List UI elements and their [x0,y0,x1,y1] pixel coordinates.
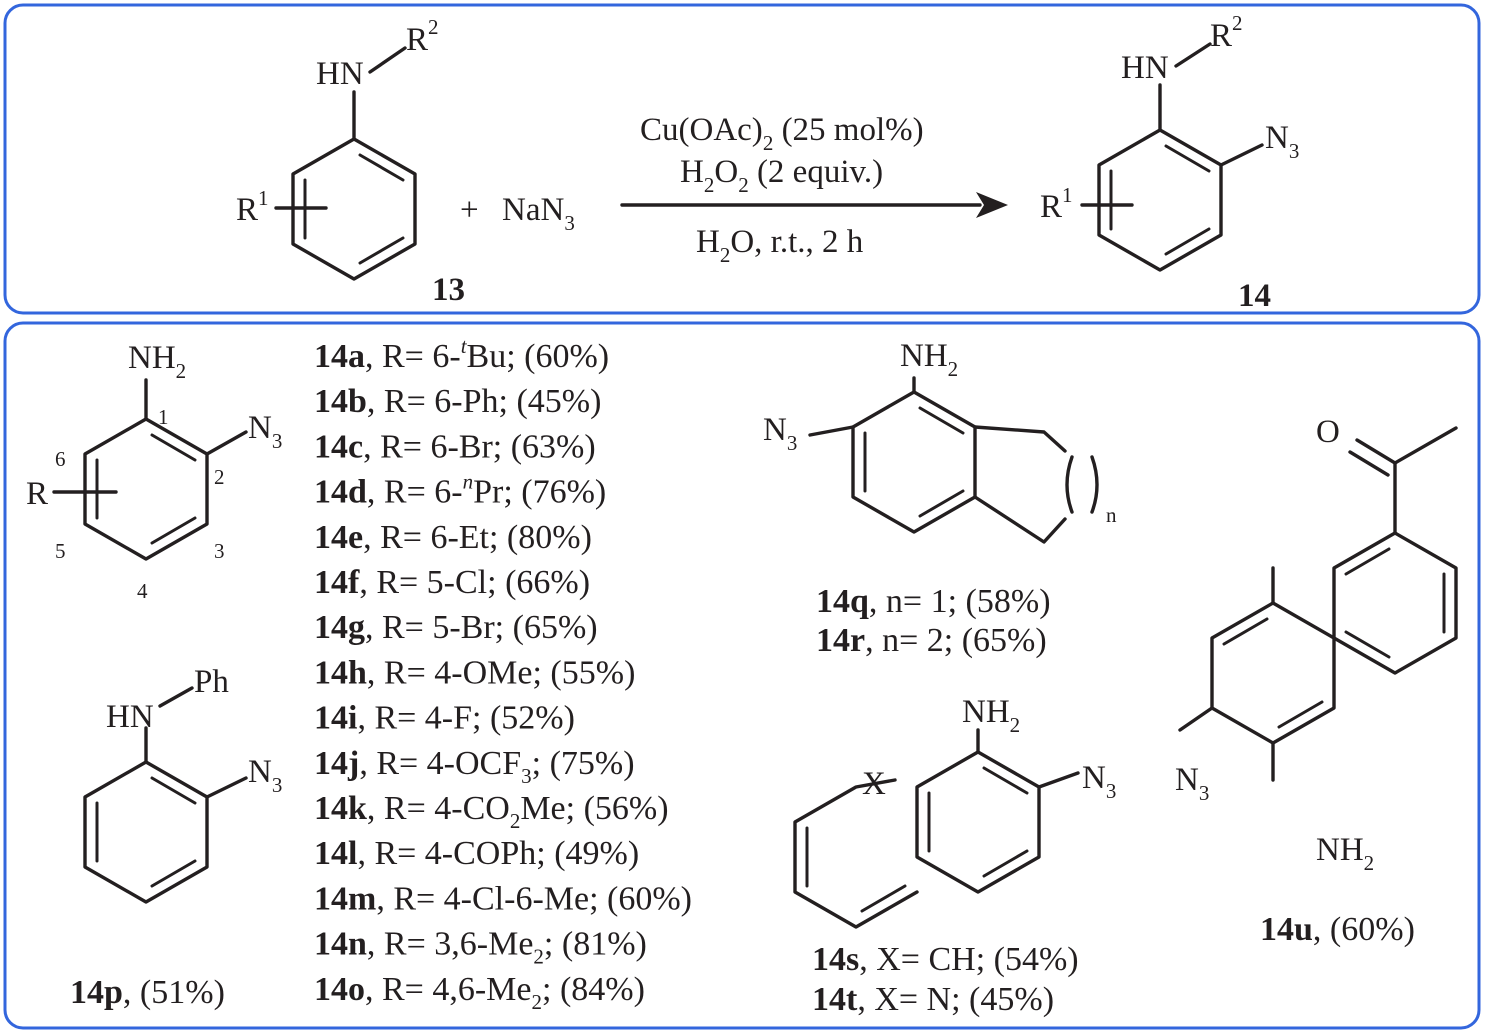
reaction-arrow [620,192,1008,218]
compound-14p-structure: HN Ph N3 14p, (51%) [70,664,282,1011]
template-r-label: R [26,476,48,512]
ring-size-index: n [1106,503,1117,527]
reaction-panel [3,3,1481,315]
14s-azide-label: N3 [1082,760,1116,803]
entry-14b: 14b, R= 6-Ph; (45%) [314,383,601,420]
position-4: 4 [137,579,148,603]
entry-14e: 14e, R= 6-Et; (80%) [314,519,592,556]
substrate-r2-label: R2 [406,15,439,58]
compound-14u-structure: O N3 NH2 14u, (60%) [1175,414,1458,948]
position-2: 2 [214,465,225,489]
entry-14o: 14o, R= 4,6-Me2; (84%) [314,971,645,1014]
compound-14p-label: 14p, (51%) [70,974,225,1011]
substrate-13-structure: HN R2 R1 13 [236,15,465,308]
entry-14k: 14k, R= 4-CO2Me; (56%) [314,790,669,833]
condition-catalyst: Cu(OAc)2 (25 mol%) [640,112,924,155]
14p-amine-label: HN [106,699,154,735]
14s-x-label: X [862,766,886,802]
scope-panel [3,321,1481,1030]
entry-14a: 14a, R= 6-tBu; (60%) [314,334,609,375]
14u-amine-label: NH2 [1316,832,1374,875]
entry-14m: 14m, R= 4-Cl-6-Me; (60%) [314,880,692,917]
compound-14q-label: 14q, n= 1; (58%) [816,583,1051,620]
sodium-azide-label: NaN3 [502,192,575,235]
condition-oxidant: H2O2 (2 equiv.) [680,154,883,197]
product-azide-label: N3 [1265,120,1299,163]
substrate-label-13: 13 [432,272,465,308]
entry-14d: 14d, R= 6-nPr; (76%) [314,470,606,511]
14p-azide-label: N3 [248,754,282,797]
product-r2-label: R2 [1210,11,1243,54]
entry-14g: 14g, R= 5-Br; (65%) [314,609,598,646]
entry-14n: 14n, R= 3,6-Me2; (81%) [314,926,647,969]
position-6: 6 [55,447,66,471]
compound-14t-label: 14t, X= N; (45%) [812,981,1054,1018]
product-amine-label: HN [1121,50,1169,86]
entry-14f: 14f, R= 5-Cl; (66%) [314,564,590,601]
entry-14i: 14i, R= 4-F; (52%) [314,700,575,737]
template-azide-label: N3 [248,410,282,453]
entry-list: 14a, R= 6-tBu; (60%) 14b, R= 6-Ph; (45%) 1… [314,334,692,1014]
14u-azide-label: N3 [1175,762,1209,805]
substrate-amine-label: HN [316,56,364,92]
template-amine-label: NH2 [128,340,186,383]
14q-azide-label: N3 [763,412,797,455]
position-5: 5 [55,539,66,563]
14u-carbonyl-oxygen: O [1316,414,1340,450]
position-3: 3 [214,539,225,563]
compound-14s-14t-structure: NH2 N3 X 14s, X= CH; (54%) 14t, X= N; (4… [793,694,1116,1018]
product-label-14: 14 [1238,278,1271,314]
entry-14j: 14j, R= 4-OCF3; (75%) [314,745,635,788]
plus-sign: + [460,192,479,228]
entry-14h: 14h, R= 4-OMe; (55%) [314,654,635,691]
14s-amine-label: NH2 [962,694,1020,737]
compound-14s-label: 14s, X= CH; (54%) [812,941,1079,978]
compound-14q-14r-structure: NH2 N3 n 14q, n= 1; (58%) 14r, n= 2; (65… [763,338,1117,659]
entry-14l: 14l, R= 4-COPh; (49%) [314,835,639,872]
compound-14r-label: 14r, n= 2; (65%) [816,622,1047,659]
entry-14c: 14c, R= 6-Br; (63%) [314,428,596,465]
product-r1-label: R1 [1040,183,1073,225]
position-1: 1 [158,405,169,429]
compound-14u-label: 14u, (60%) [1260,911,1415,948]
14q-amine-label: NH2 [900,338,958,381]
product-14-structure: HN R2 N3 R1 14 [1040,11,1299,314]
template-structure: NH2 N3 R 1 2 3 4 5 6 [26,340,282,603]
14p-phenyl-label: Ph [194,664,229,700]
condition-solvent: H2O, r.t., 2 h [696,224,864,267]
substrate-r1-label: R1 [236,186,269,228]
